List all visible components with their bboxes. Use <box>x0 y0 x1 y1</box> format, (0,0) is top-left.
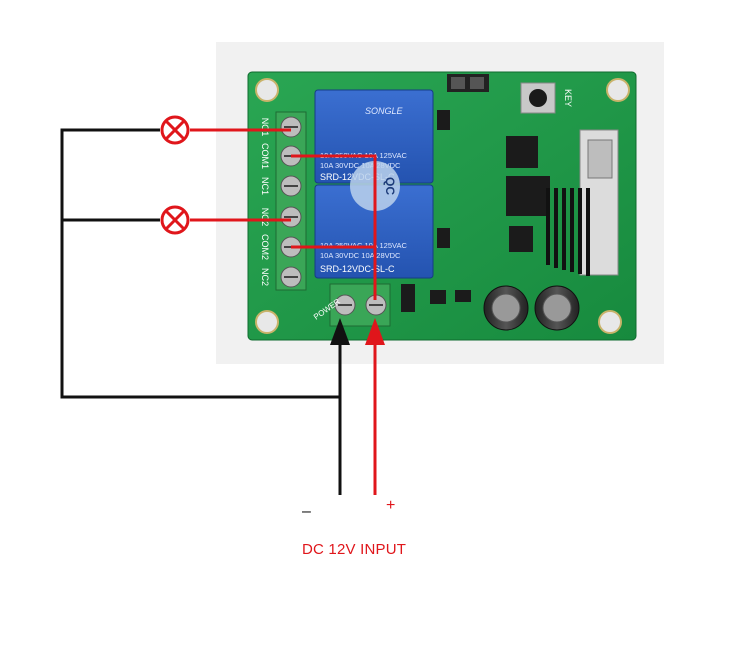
smd-components <box>401 110 471 312</box>
antenna-coil <box>546 188 590 276</box>
terminal-labels: NO1 COM1 NC1 NO2 COM2 NC2 <box>260 118 270 286</box>
terminal-screw-no1 <box>280 116 302 138</box>
mounting-holes <box>255 78 630 334</box>
output-terminal-block <box>275 111 307 291</box>
terminal-screw-nc2 <box>280 266 302 288</box>
red-arrow <box>365 318 385 345</box>
red-wire <box>190 128 377 495</box>
qc-stamp-text: QC <box>383 177 397 195</box>
terminal-label-nc2: NC2 <box>260 268 270 286</box>
negative-terminal-label: – <box>302 503 311 520</box>
positive-terminal-label: + <box>386 497 396 514</box>
terminal-label-no1: NO1 <box>260 118 270 137</box>
black-arrow <box>330 318 350 345</box>
terminal-screw-nc1 <box>280 175 302 197</box>
ic-chips <box>506 136 550 252</box>
relay-2-spec-2: 10A 30VDC 10A 28VDC <box>320 251 401 260</box>
rf-module <box>546 129 619 276</box>
terminal-label-no2: NO2 <box>260 208 270 227</box>
lamp-icon-1 <box>160 115 190 145</box>
capacitors <box>483 285 580 331</box>
black-wire <box>60 128 342 495</box>
key-button: KEY <box>520 82 573 114</box>
key-label: KEY <box>563 89 573 107</box>
relay-1-spec-2: 10A 30VDC 10A 28VDC <box>320 161 401 170</box>
jumper-header <box>447 74 489 92</box>
terminal-label-com1: COM1 <box>260 143 270 169</box>
lamp-icon-2 <box>160 205 190 235</box>
dc-input-label: DC 12V INPUT <box>302 541 407 558</box>
terminal-label-nc1: NC1 <box>260 177 270 195</box>
terminal-label-com2: COM2 <box>260 234 270 260</box>
relay-2-model: SRD-12VDC-SL-C <box>320 264 395 274</box>
terminal-screw-no2 <box>280 206 302 228</box>
relay-1-brand: SONGLE <box>365 106 404 116</box>
